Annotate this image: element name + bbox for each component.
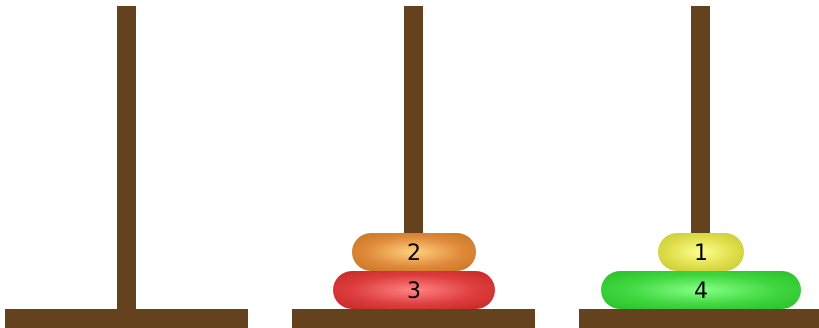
peg-1-pole [117,6,136,310]
disk-4[interactable]: 4 [601,271,801,309]
disk-1[interactable]: 1 [658,233,744,271]
peg-1[interactable] [5,0,248,328]
disk-2[interactable]: 2 [352,233,476,271]
disk-3[interactable]: 3 [333,271,495,309]
peg-1-base [5,309,248,328]
disk-2-label: 2 [407,241,421,266]
peg-3-base [579,309,819,328]
disk-1-label: 1 [694,241,708,266]
disk-3-label: 3 [407,279,421,304]
peg-2-base [292,309,535,328]
disk-4-label: 4 [694,279,708,304]
